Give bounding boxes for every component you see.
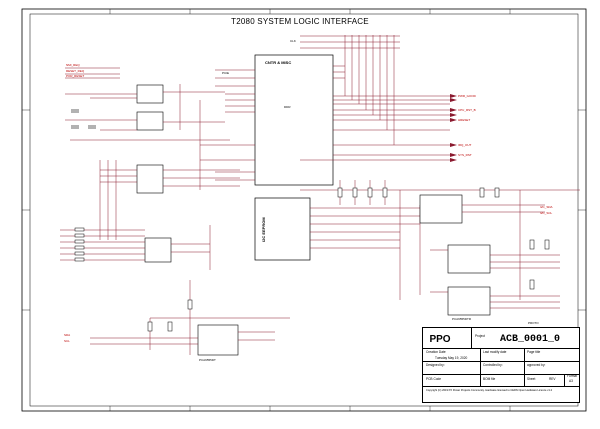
svg-text:PWR_GOOD: PWR_GOOD	[458, 94, 477, 98]
copyright-text: Copyright (C) 2019 PX Power Projects Com…	[426, 389, 553, 392]
svg-text:PCIE: PCIE	[222, 71, 229, 75]
right-resistors	[337, 187, 550, 290]
svg-text:SCL: SCL	[64, 339, 70, 343]
sheet-label: Sheet	[527, 377, 536, 381]
svg-text:HRESET: HRESET	[458, 118, 470, 122]
capacitors-left	[71, 109, 96, 129]
page-title-label: Page title	[527, 350, 541, 354]
cntr-pin-lines	[200, 65, 450, 181]
bus-lines	[300, 35, 400, 145]
proto-tag: PROTO	[528, 321, 539, 325]
mid-left-chip	[136, 164, 164, 194]
right-connectors	[450, 94, 457, 162]
rev-label: REV	[549, 377, 556, 381]
svg-text:POR_RESET: POR_RESET	[66, 74, 84, 78]
svg-text:IRQ_OUT: IRQ_OUT	[458, 143, 472, 147]
cntr-misc-block	[254, 54, 334, 186]
ppo-logo: PPO	[426, 331, 454, 346]
bottom-wires	[90, 280, 290, 355]
logo-text: PPO	[429, 334, 450, 345]
bottom-resistors	[147, 299, 193, 332]
opto-1	[136, 84, 164, 104]
signal-labels: NMI_REQ RESET_REQ POR_RESET PWR_GOOD CPU…	[64, 39, 553, 343]
designed-by-label: Designed by:	[426, 363, 445, 367]
approved-by-label: approved by:	[527, 363, 546, 367]
bottom-chip	[197, 324, 239, 356]
resistor-array	[74, 227, 85, 262]
controlled-by-label: Controlled by:	[483, 363, 503, 367]
project-label: Project	[475, 334, 485, 338]
expander-2	[447, 244, 491, 274]
svg-text:I2C_SCL: I2C_SCL	[540, 211, 553, 215]
pcb-code-label: PCB Code	[426, 377, 442, 381]
chip-label-1: PCA9555DTR	[452, 317, 472, 321]
svg-text:CLK: CLK	[290, 39, 296, 43]
chip-label-2: PCA9555DT	[199, 358, 216, 362]
svg-text:SYS_RST: SYS_RST	[458, 153, 472, 157]
mid-left-wires	[99, 160, 240, 240]
opto-2	[136, 111, 164, 131]
last-modify-label: Last modify date	[483, 350, 507, 354]
svg-text:RESET_REQ: RESET_REQ	[66, 69, 85, 73]
zone-ticks	[22, 9, 586, 411]
buffer-wires	[60, 225, 211, 270]
expander-3	[447, 286, 491, 316]
title-block: PPO Project Creation Date Tuesday May 19…	[422, 327, 580, 403]
bom-file-label: BOM file	[483, 377, 496, 381]
svg-text:I2C_SDA: I2C_SDA	[540, 205, 553, 209]
buffer-chip	[144, 237, 172, 263]
creation-date-label: Creation Date	[426, 350, 446, 354]
i2c-eeprom-block	[254, 197, 311, 261]
cntr-misc-label: CNTR & MISC	[265, 60, 291, 65]
left-upper-wires	[65, 67, 230, 190]
creation-date-value: Tuesday May 19, 2020	[435, 356, 468, 360]
expander-1	[419, 194, 463, 224]
schematic-title: T2080 SYSTEM LOGIC INTERFACE	[231, 17, 369, 26]
svg-text:CPU_RST_B: CPU_RST_B	[458, 108, 476, 112]
project-name: ACB_0001_0	[500, 334, 561, 345]
format-label: Format	[567, 374, 578, 378]
svg-text:NMI_REQ: NMI_REQ	[66, 63, 80, 67]
format-value: A3	[569, 379, 573, 383]
svg-text:DDR: DDR	[284, 105, 291, 109]
svg-text:SDA: SDA	[64, 333, 70, 337]
i2c-eeprom-label: I2C EEPROM	[261, 217, 266, 242]
